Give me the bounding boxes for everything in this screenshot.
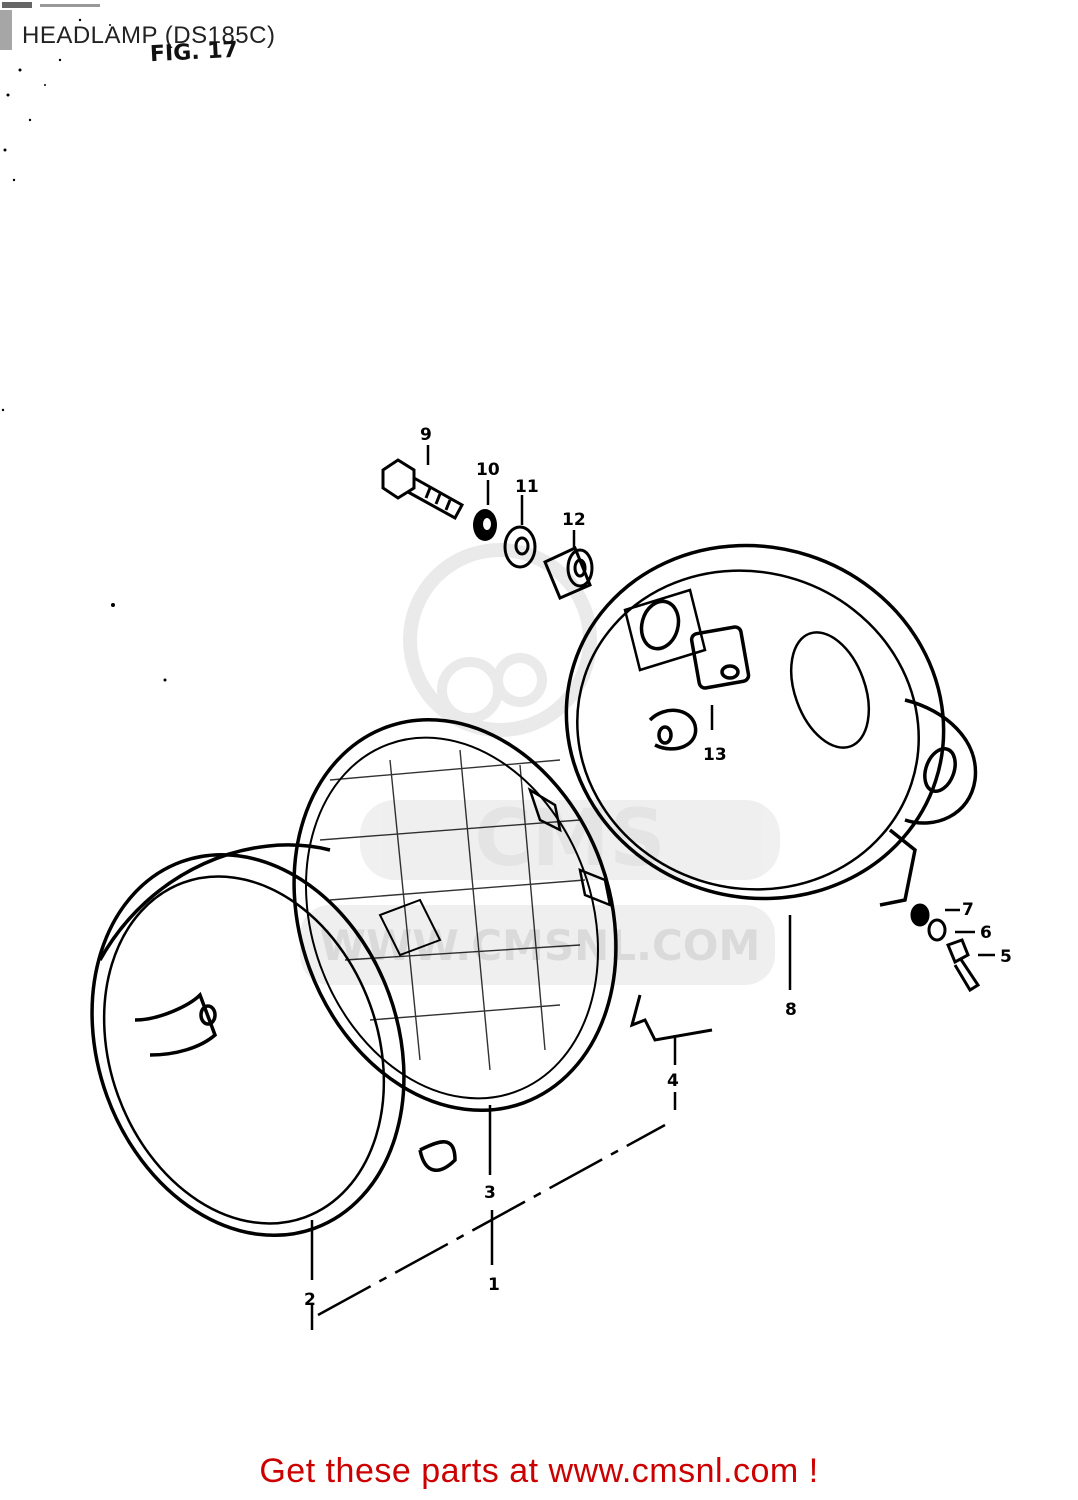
callout-6: 6 [980,923,992,943]
part-bolt-9 [381,458,465,521]
part-collar-12 [543,545,594,600]
part-spring [629,994,713,1042]
part-washer-11 [503,525,537,569]
footer-link[interactable]: Get these parts at www.cmsnl.com ! [259,1452,819,1490]
watermark-url: WWW.CMSNL.COM [320,921,761,970]
callout-4: 4 [667,1071,679,1091]
callout-8: 8 [785,1000,797,1020]
callout-5: 5 [1000,947,1012,967]
part-housing [564,543,978,907]
callout-3: 3 [484,1183,496,1203]
callout-9: 9 [420,425,432,445]
part-washer-10 [473,509,497,541]
callout-7: 7 [962,900,974,920]
scan-noise [0,2,167,682]
part-lamp-unit [292,717,618,1113]
callout-13: 13 [703,745,727,765]
part-rim [90,843,457,1238]
callout-11: 11 [515,477,539,497]
cms-watermark: CMS WWW.CMSNL.COM [300,543,780,985]
part-hardware-5-7 [910,903,981,993]
callouts: 9 10 11 12 13 8 7 6 5 4 3 2 1 [304,425,1012,1310]
diagram-title: HEADLAMP (DS185C) [22,22,276,49]
figure-label: FIG. 17 [149,37,239,68]
callout-1: 1 [488,1275,500,1295]
callout-2: 2 [304,1290,316,1310]
leader-lines [310,445,995,1330]
callout-10: 10 [476,460,500,480]
callout-12: 12 [562,510,586,530]
